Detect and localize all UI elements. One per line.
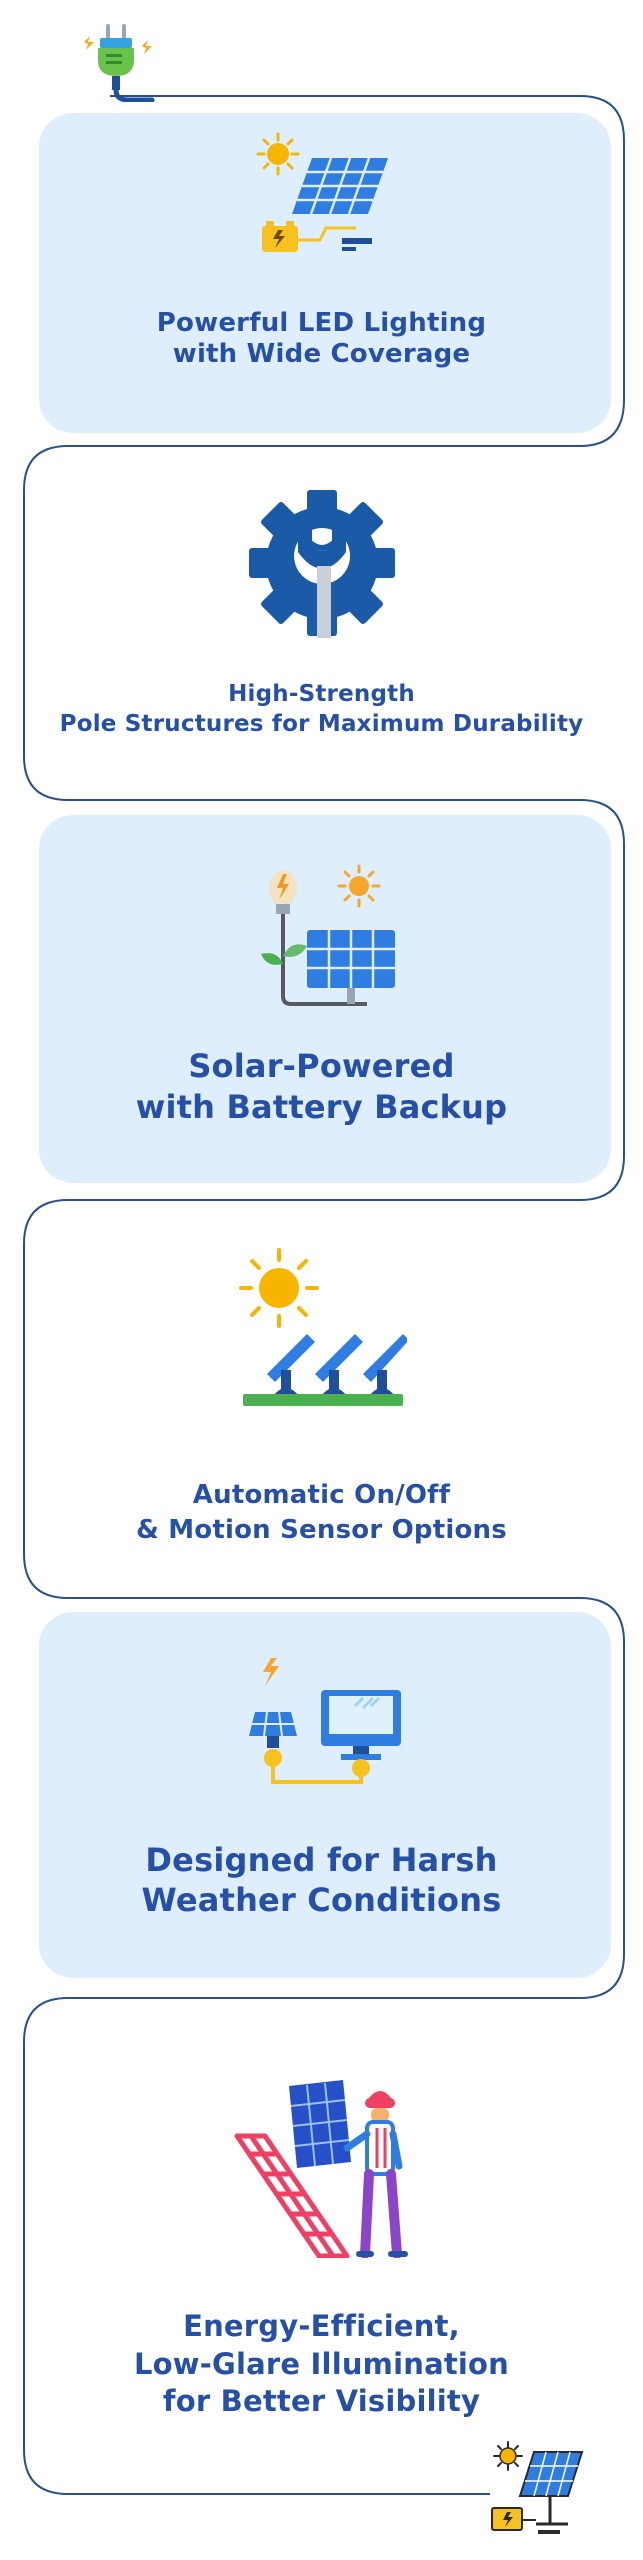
feature-5-title-line-2: Weather Conditions	[141, 1881, 502, 1919]
feature-5: Designed for Harsh Weather Conditions	[0, 1650, 643, 1920]
solar-panel-battery-small-icon	[491, 2441, 584, 2534]
feature-2-title-line-2: Pole Structures for Maximum Durability	[59, 710, 584, 737]
feature-2: High-Strength Pole Structures for Maximu…	[0, 488, 643, 740]
feature-1: Powerful LED Lighting with Wide Coverage	[0, 130, 643, 370]
feature-4-title-line-1: Automatic On/Off	[192, 1480, 451, 1510]
feature-3: Solar-Powered with Battery Backup	[0, 860, 643, 1128]
feature-6: Energy-Efficient, Low-Glare Illumination…	[0, 2078, 643, 2421]
solar-bulb-plant-icon	[260, 864, 395, 1006]
feature-4: Automatic On/Off & Motion Sensor Options	[0, 1244, 643, 1548]
feature-1-title-line-2: with Wide Coverage	[172, 339, 471, 370]
feature-4-title-line-2: & Motion Sensor Options	[136, 1515, 507, 1546]
feature-5-title-line-1: Designed for Harsh	[145, 1841, 498, 1879]
power-plug-icon	[84, 24, 155, 102]
feature-3-title-line-2: with Battery Backup	[135, 1087, 508, 1126]
solar-monitor-connection-icon	[248, 1658, 401, 1784]
feature-6-title-line-2: Low-Glare Illumination	[133, 2346, 510, 2381]
feature-1-title-line-1: Powerful LED Lighting	[156, 308, 487, 338]
technician-solar-panel-icon	[234, 2080, 408, 2258]
feature-6-title-line-3: for Better Visibility	[162, 2384, 481, 2419]
feature-2-title-line-1: High-Strength	[228, 681, 415, 707]
feature-6-title-line-1: Energy-Efficient,	[183, 2309, 460, 2343]
gear-wrench-icon	[248, 490, 395, 638]
solar-field-sun-icon	[238, 1248, 407, 1406]
solar-panel-battery-icon	[256, 132, 388, 252]
feature-3-title-line-1: Solar-Powered	[188, 1047, 455, 1085]
